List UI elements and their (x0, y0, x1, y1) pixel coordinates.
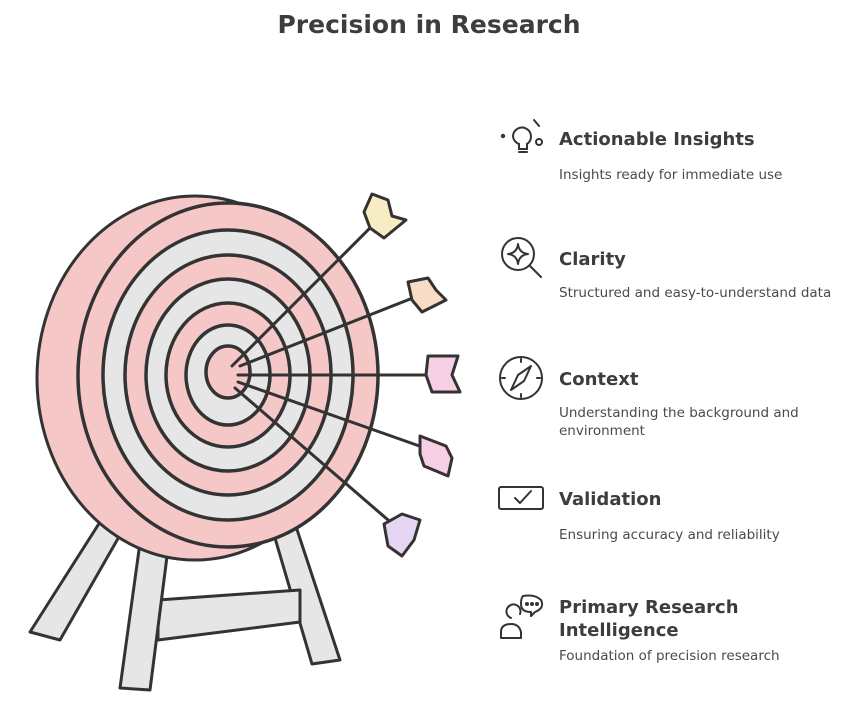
arrow-4 (236, 380, 454, 478)
item-heading: Actionable Insights (559, 129, 755, 150)
arrow-3 (236, 354, 462, 394)
item-heading: Validation (559, 489, 662, 510)
item-heading: Context (559, 369, 639, 390)
target-board (35, 194, 380, 562)
item-description: Insights ready for immediate use (559, 167, 783, 183)
item-description: Foundation of precision research (559, 648, 780, 664)
item-description: Ensuring accuracy and reliability (559, 527, 780, 543)
lightbulb-icon (500, 119, 543, 153)
page-title: Precision in Research (277, 10, 581, 39)
arrow-5 (233, 386, 422, 558)
item-description: Structured and easy-to-understand data (559, 285, 832, 301)
magnifier-sparkle-icon (501, 237, 542, 278)
item-heading: Clarity (559, 249, 626, 270)
arrows (230, 192, 462, 558)
person-thinking-icon (500, 594, 544, 639)
item-heading: Primary Research Intelligence (559, 597, 739, 641)
compass-icon (499, 356, 543, 400)
checkbox-icon (498, 486, 544, 510)
arrow-2 (238, 276, 448, 368)
arrow-1 (230, 192, 408, 368)
item-description: Understanding the background and environ… (559, 405, 799, 439)
